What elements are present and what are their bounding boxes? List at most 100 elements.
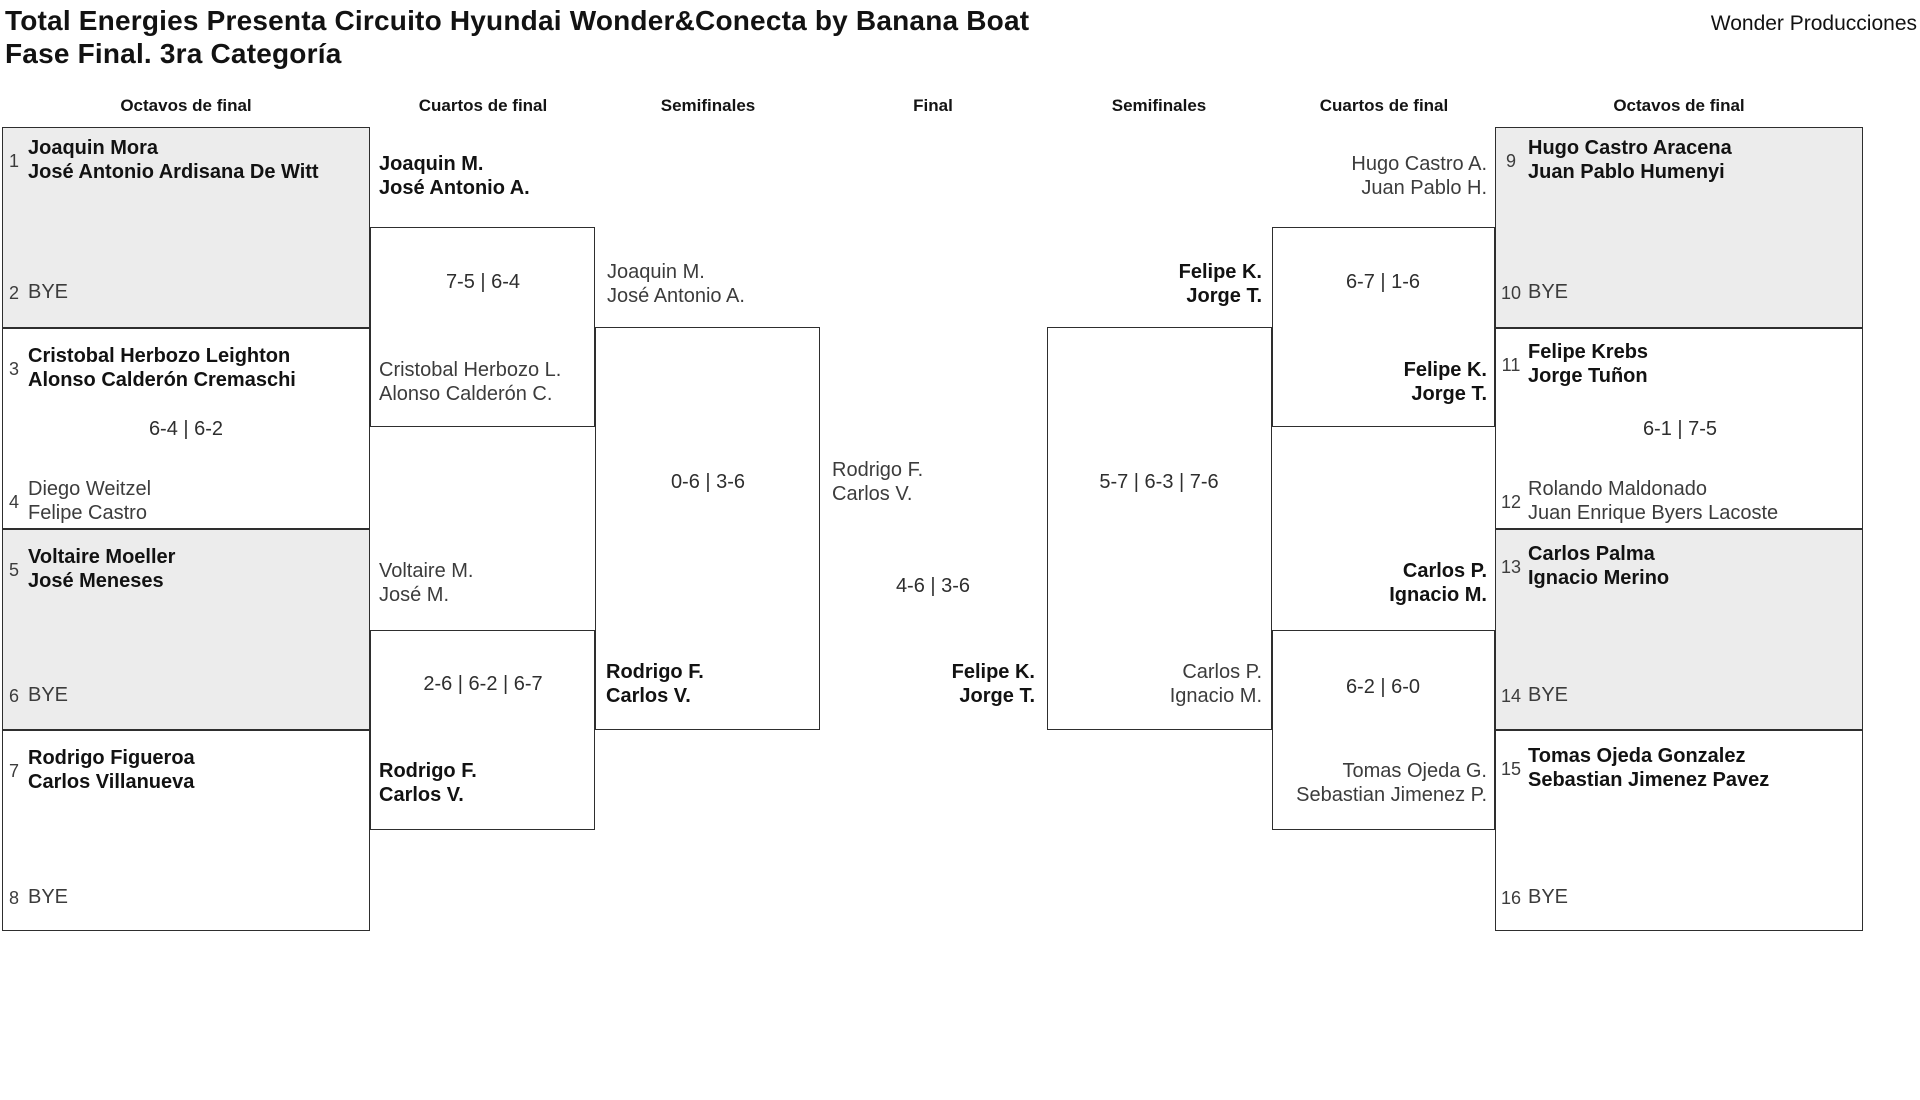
team-name-line: Hugo Castro A. bbox=[1351, 153, 1487, 175]
bye-entry: BYE bbox=[1528, 281, 1568, 305]
team-name-line: Jorge T. bbox=[1186, 284, 1262, 307]
match-score: 2-6 | 6-2 | 6-7 bbox=[423, 673, 543, 695]
match-box-qf-right-2 bbox=[1272, 630, 1495, 830]
organizer-credit: Wonder Producciones bbox=[1710, 12, 1917, 35]
team-name-line: Felipe Krebs bbox=[1528, 341, 1649, 363]
bye-entry: BYE bbox=[1528, 684, 1568, 708]
seed-number: 4 bbox=[8, 492, 19, 512]
team-name-line: Felipe K. bbox=[951, 661, 1035, 683]
team-name-line: Carlos V. bbox=[832, 482, 913, 505]
team-entry: Cristobal Herbozo L.Alonso Calderón C. bbox=[379, 359, 561, 406]
match-score: 6-2 | 6-0 bbox=[1345, 676, 1421, 698]
bye-label: BYE bbox=[28, 886, 69, 908]
match-score: 7-5 | 6-4 bbox=[445, 271, 521, 293]
seed-number: 15 bbox=[1500, 759, 1522, 779]
team-name-line: Cristobal Herbozo L. bbox=[379, 359, 562, 381]
round-header-7: Octavos de final bbox=[1613, 96, 1745, 115]
team-entry: Voltaire M.José M. bbox=[379, 560, 473, 607]
page-title: Total Energies Presenta Circuito Hyundai… bbox=[5, 4, 1029, 70]
team-name-line: Felipe K. bbox=[1403, 359, 1487, 381]
team-name-line: Joaquin M. bbox=[379, 153, 484, 175]
team-name-line: Felipe Castro bbox=[28, 501, 147, 524]
team-entry: Hugo Castro A.Juan Pablo H. bbox=[1351, 153, 1487, 200]
round-header-5: Semifinales bbox=[1111, 96, 1207, 115]
team-name-line: José Antonio A. bbox=[607, 284, 745, 307]
seed-number: 2 bbox=[8, 283, 19, 303]
match-box-qf-right-1 bbox=[1272, 227, 1495, 427]
bye-entry: BYE bbox=[28, 684, 68, 708]
team-name-line: José Meneses bbox=[28, 569, 164, 592]
match-box-r16-match-3-4 bbox=[2, 328, 370, 529]
team-name-line: Juan Pablo H. bbox=[1361, 176, 1487, 199]
team-name-line: Carlos P. bbox=[1182, 661, 1262, 683]
team-name-line: Carlos P. bbox=[1402, 560, 1487, 582]
team-name-line: José M. bbox=[379, 583, 450, 606]
team-name-line: Juan Enrique Byers Lacoste bbox=[1528, 501, 1779, 524]
team-entry: Rodrigo F.Carlos V. bbox=[832, 459, 923, 506]
team-entry: Rodrigo F.Carlos V. bbox=[379, 760, 477, 807]
round-header-2: Cuartos de final bbox=[418, 96, 548, 115]
team-name-line: Carlos V. bbox=[606, 684, 691, 707]
bye-label: BYE bbox=[1528, 886, 1569, 908]
match-box-sf-right bbox=[1047, 327, 1272, 730]
match-score: 4-6 | 3-6 bbox=[895, 575, 971, 597]
match-box-qf-left-2 bbox=[370, 630, 595, 830]
seed-number: 10 bbox=[1500, 283, 1522, 303]
team-name-line: Ignacio Merino bbox=[1528, 566, 1670, 589]
seed-number: 7 bbox=[8, 761, 19, 781]
team-name-line: Voltaire M. bbox=[379, 560, 474, 582]
team-entry: Carlos P.Ignacio M. bbox=[1170, 661, 1262, 708]
team-name-line: Hugo Castro Aracena bbox=[1528, 137, 1732, 159]
bye-label: BYE bbox=[28, 281, 69, 303]
team-entry: Felipe K.Jorge T. bbox=[1404, 359, 1487, 406]
team-name-line: Ignacio M. bbox=[1389, 583, 1487, 606]
seed-number: 8 bbox=[8, 888, 19, 908]
match-box-r16-match-15-16 bbox=[1495, 730, 1863, 931]
match-score: 6-7 | 1-6 bbox=[1345, 271, 1421, 293]
seed-number: 1 bbox=[8, 151, 19, 171]
team-name-line: Jorge Tuñon bbox=[1528, 364, 1648, 387]
page-title-line2: Fase Final. 3ra Categoría bbox=[5, 38, 342, 69]
team-name-line: José Antonio A. bbox=[379, 176, 530, 199]
round-header-3: Semifinales bbox=[660, 96, 756, 115]
bye-entry: BYE bbox=[1528, 886, 1568, 910]
team-name-line: Juan Pablo Humenyi bbox=[1528, 160, 1725, 183]
team-name-line: Rodrigo Figueroa bbox=[28, 747, 195, 769]
team-entry: Joaquin M.José Antonio A. bbox=[379, 153, 530, 200]
team-name-line: Carlos Palma bbox=[1528, 543, 1655, 565]
bye-entry: BYE bbox=[28, 281, 68, 305]
seed-number: 16 bbox=[1500, 888, 1522, 908]
match-score: 6-1 | 7-5 bbox=[1642, 418, 1718, 440]
team-name-line: José Antonio Ardisana De Witt bbox=[28, 160, 319, 183]
match-box-r16-match-5-6 bbox=[2, 529, 370, 730]
seed-number: 3 bbox=[8, 359, 19, 379]
bye-label: BYE bbox=[1528, 281, 1569, 303]
match-score: 5-7 | 6-3 | 7-6 bbox=[1099, 471, 1219, 493]
team-name-line: Ignacio M. bbox=[1169, 684, 1262, 707]
team-name-line: Cristobal Herbozo Leighton bbox=[28, 345, 291, 367]
team-entry: Felipe K.Jorge T. bbox=[952, 661, 1035, 708]
round-header-4: Final bbox=[913, 96, 953, 115]
team-name-line: Alonso Calderón Cremaschi bbox=[28, 368, 296, 391]
round-header-1: Octavos de final bbox=[120, 96, 252, 115]
match-score: 0-6 | 3-6 bbox=[670, 471, 746, 493]
team-name-line: Diego Weitzel bbox=[28, 478, 152, 500]
team-name-line: Jorge T. bbox=[1411, 382, 1487, 405]
team-name-line: Carlos V. bbox=[379, 783, 464, 806]
team-name-line: Rodrigo F. bbox=[606, 661, 704, 683]
team-name-line: Rodrigo F. bbox=[832, 459, 924, 481]
match-box-r16-match-9-10 bbox=[1495, 127, 1863, 328]
seed-number: 11 bbox=[1501, 355, 1521, 375]
seed-number: 12 bbox=[1500, 492, 1522, 512]
bye-label: BYE bbox=[1528, 684, 1569, 706]
seed-number: 5 bbox=[8, 560, 19, 580]
seed-number: 14 bbox=[1500, 686, 1522, 706]
